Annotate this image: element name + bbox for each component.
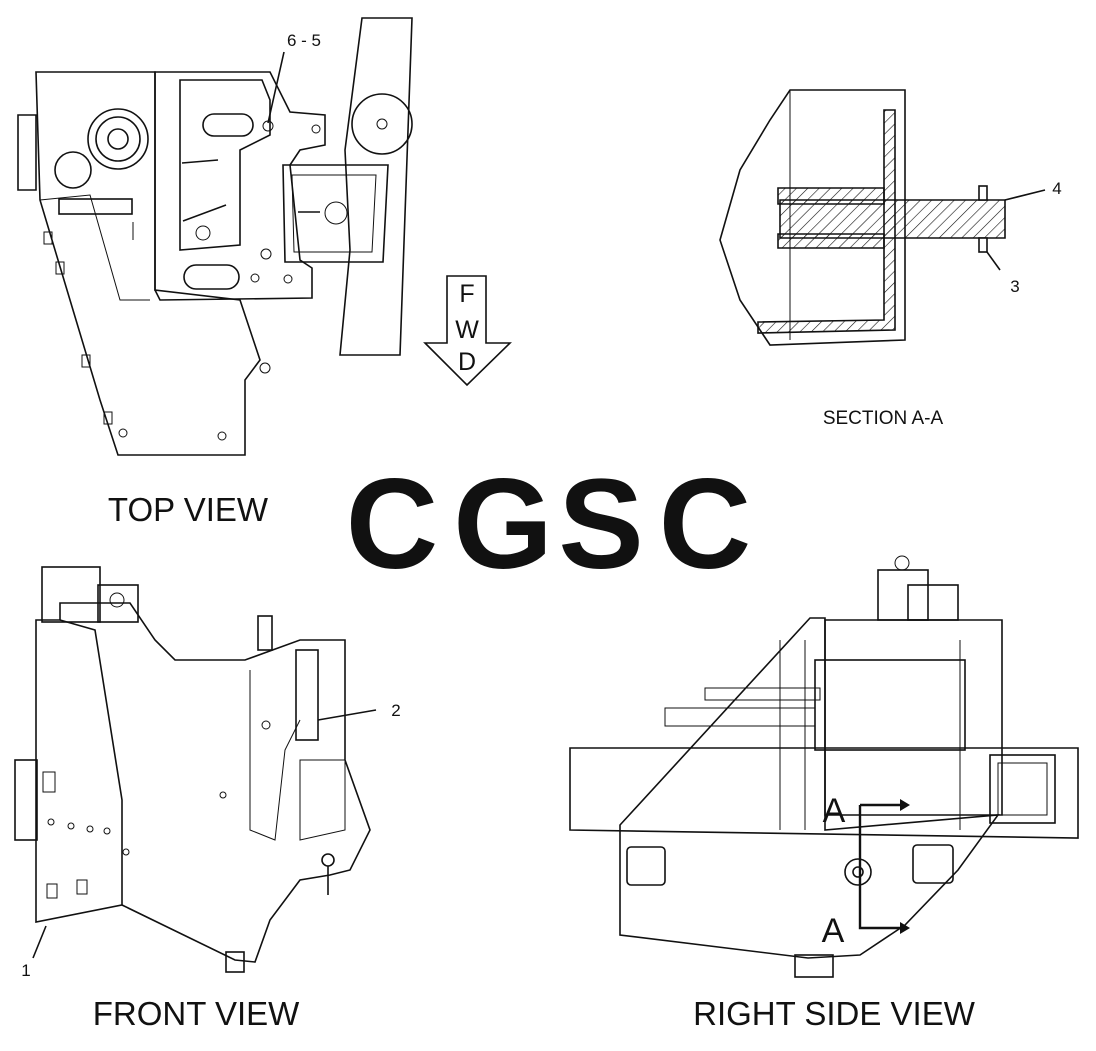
callout-3: 3: [1010, 277, 1019, 296]
watermark-letter-4: C: [659, 453, 751, 596]
callout-6-5: 6 - 5: [287, 31, 321, 50]
fwd-arrow-letter-f: F: [459, 280, 474, 308]
callout-4: 4: [1052, 179, 1061, 198]
fwd-arrow-letter-w: W: [455, 316, 479, 344]
forward-arrow-icon: [423, 275, 512, 387]
top-view-label: TOP VIEW: [108, 491, 269, 528]
right-side-view-label: RIGHT SIDE VIEW: [693, 995, 976, 1032]
right-side-view-drawing: [569, 555, 1079, 978]
watermark-letter-1: C: [346, 453, 438, 596]
section-cut-label-upper: A: [823, 792, 846, 830]
front-view-label: FRONT VIEW: [93, 995, 300, 1032]
top-view-drawing: [17, 17, 413, 456]
callout-1: 1: [21, 961, 30, 980]
watermark-logo: C G S C: [346, 453, 751, 596]
section-cut-label-lower: A: [822, 912, 845, 950]
section-a-a-label: SECTION A-A: [823, 408, 944, 429]
fwd-arrow-letter-d: D: [458, 348, 476, 376]
watermark-letter-3: S: [558, 453, 643, 596]
callout-2: 2: [391, 701, 400, 720]
section-a-a-drawing: [719, 89, 1046, 346]
watermark-letter-2: G: [453, 453, 553, 596]
front-view-drawing: [14, 566, 377, 973]
